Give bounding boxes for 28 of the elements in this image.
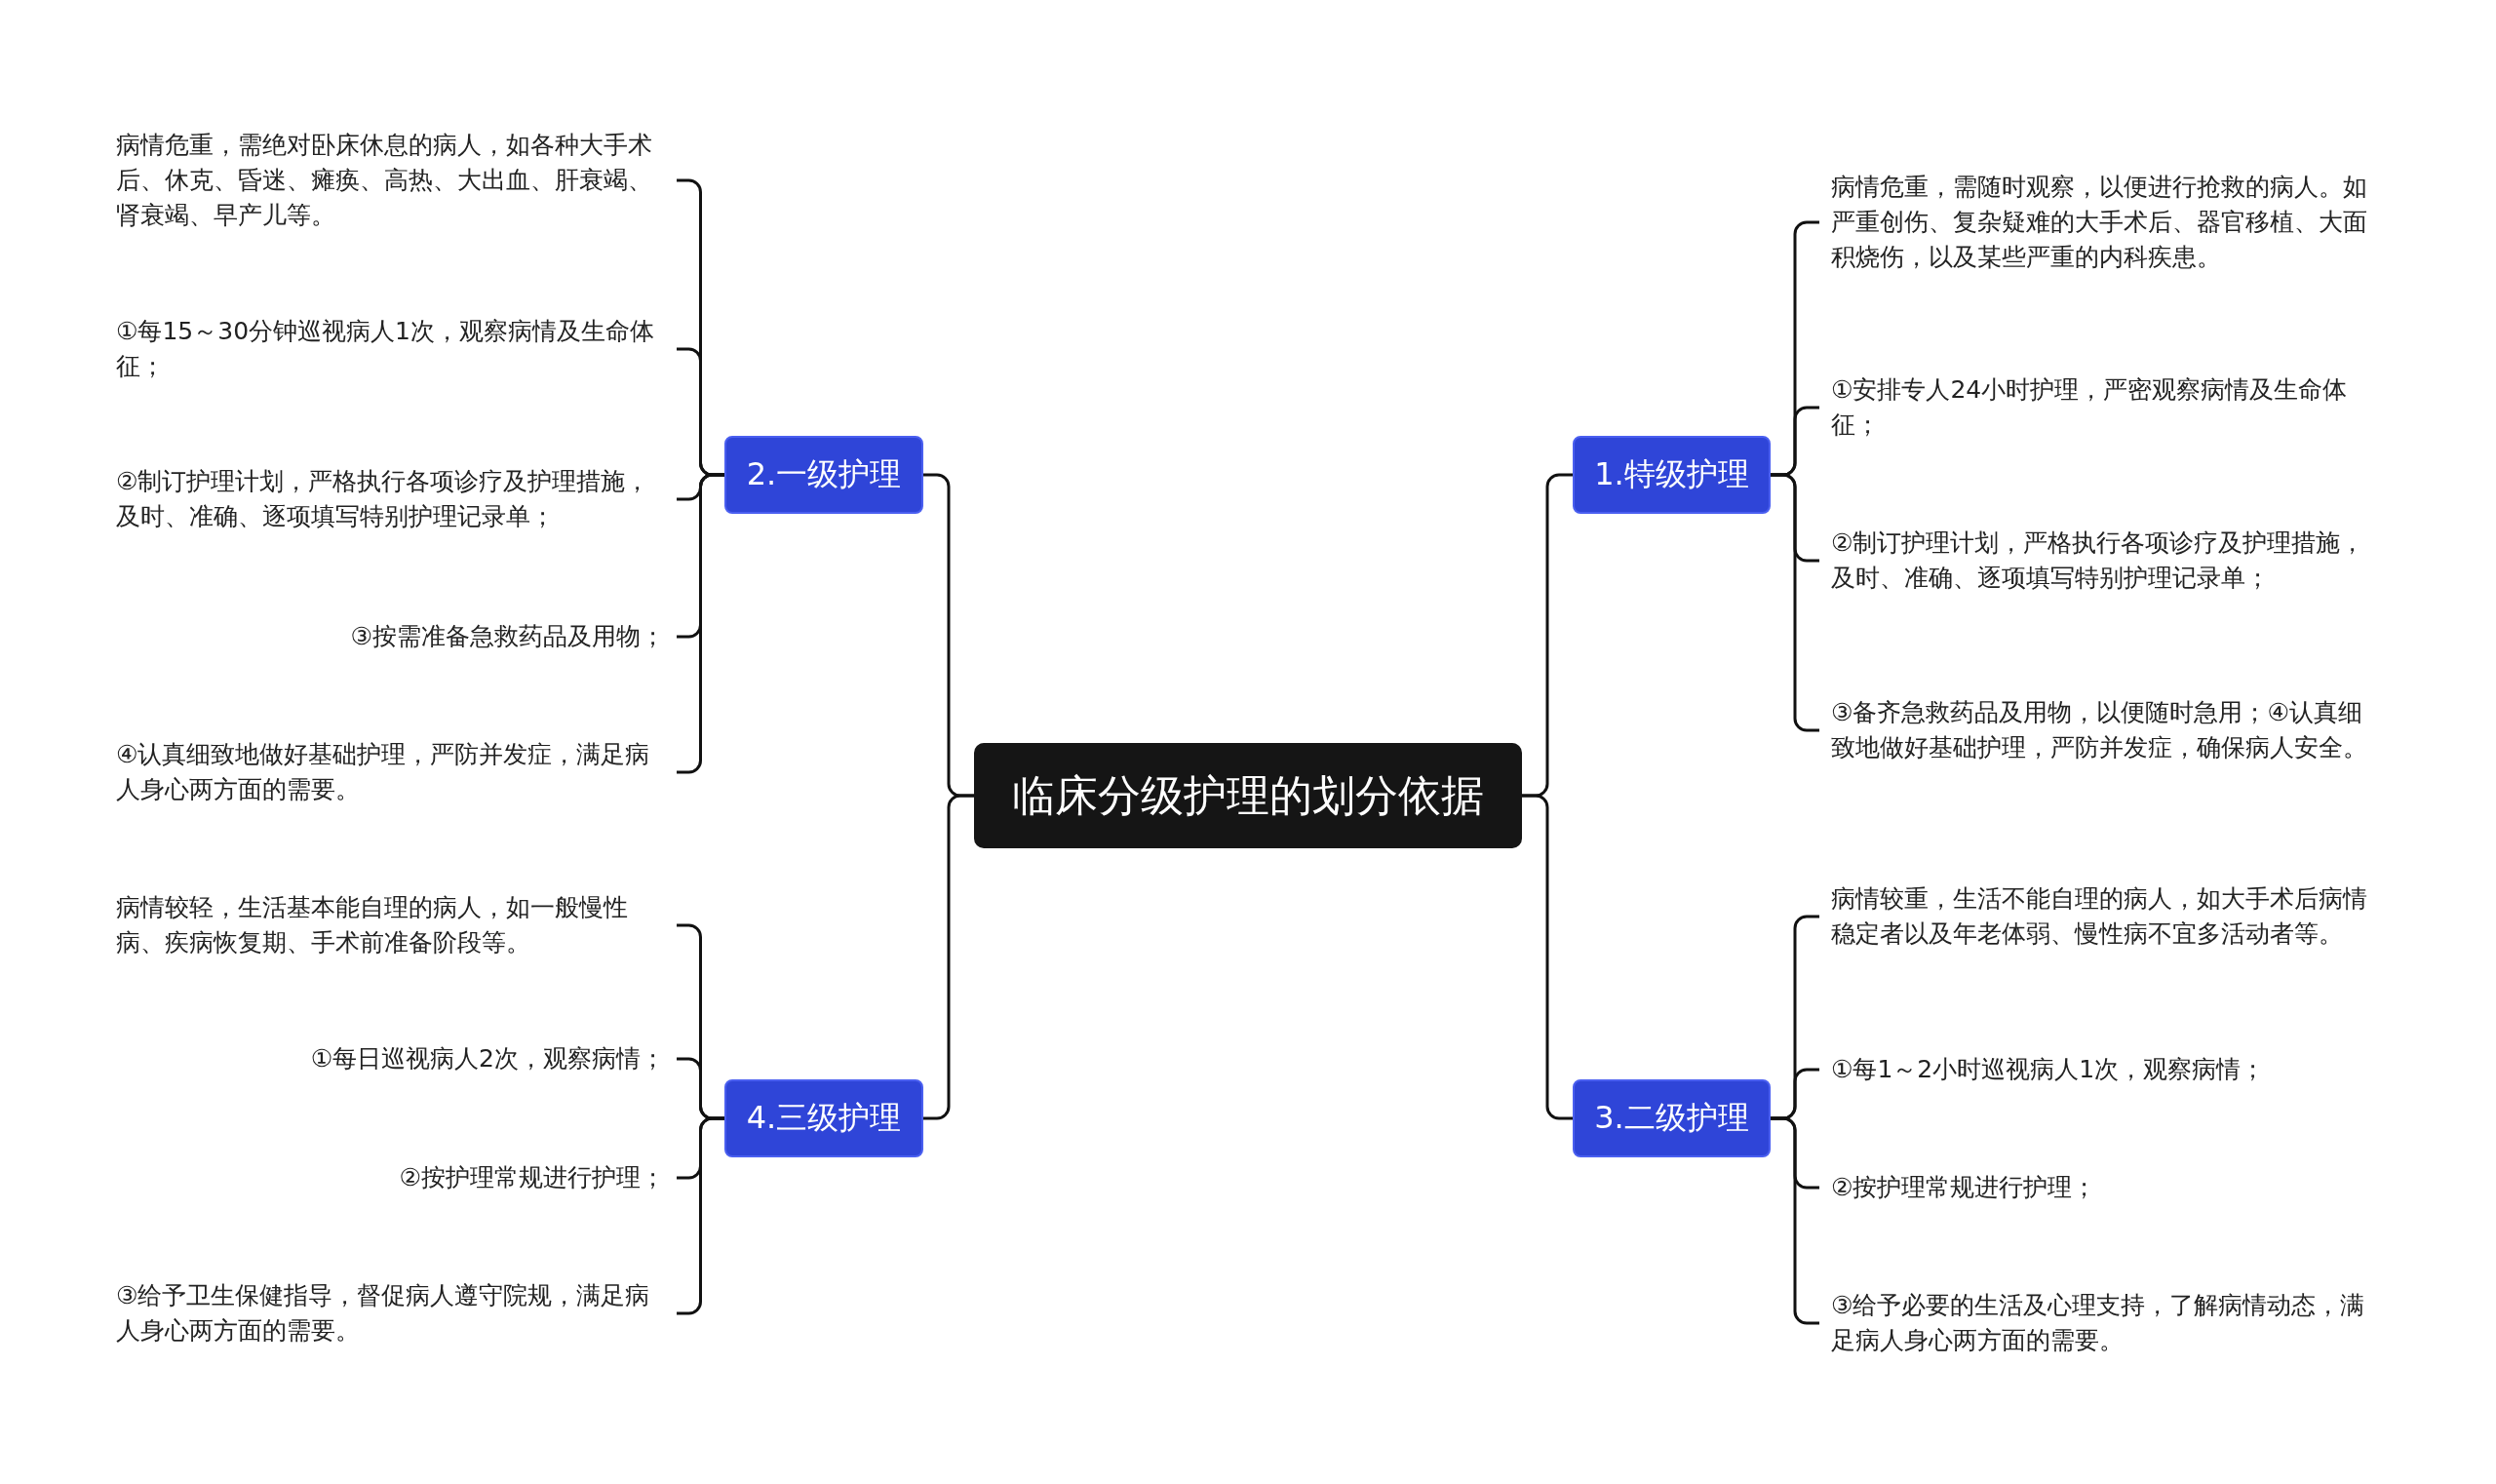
topic-box — [724, 436, 923, 514]
topic-label: 1.特级护理 — [1594, 454, 1749, 494]
leaf-text: 病情较重，生活不能自理的病人，如大手术后病情稳定者以及年老体弱、慢性病不宜多活动者等。 — [1819, 881, 2380, 952]
leaf-text: ①每1～2小时巡视病人1次，观察病情； — [1819, 1052, 2266, 1087]
topic-label: 4.三级护理 — [746, 1098, 902, 1138]
leaf-text: 病情较轻，生活基本能自理的病人，如一般慢性病、疾病恢复期、手术前准备阶段等。 — [116, 890, 677, 960]
central-topic-label: 临床分级护理的划分依据 — [1012, 768, 1484, 822]
connector-line — [1522, 794, 1573, 1120]
leaf-text: 病情危重，需随时观察，以便进行抢救的病人。如严重创伤、复杂疑难的大手术后、器官移植、大面积烧伤，以及某些严重的内科疾患。 — [1819, 170, 2380, 275]
topic-box — [724, 1079, 923, 1157]
leaf-text: ②按护理常规进行护理； — [1819, 1170, 2097, 1205]
leaf-text: ②制订护理计划，严格执行各项诊疗及护理措施，及时、准确、逐项填写特别护理记录单； — [116, 464, 677, 534]
leaf-text: ③给予必要的生活及心理支持，了解病情动态，满足病人身心两方面的需要。 — [1819, 1288, 2380, 1358]
leaf-text: ③按需准备急救药品及用物； — [350, 619, 677, 654]
leaf-text: ③备齐急救药品及用物，以便随时急用；④认真细致地做好基础护理，严防并发症，确保病人安全。 — [1819, 695, 2380, 765]
leaf-text: ④认真细致地做好基础护理，严防并发症，满足病人身心两方面的需要。 — [116, 737, 677, 807]
topic-label: 2.一级护理 — [746, 454, 902, 494]
leaf-text: ③给予卫生保健指导，督促病人遵守院规，满足病人身心两方面的需要。 — [116, 1278, 677, 1348]
leaf-text: ②制订护理计划，严格执行各项诊疗及护理措施，及时、准确、逐项填写特别护理记录单； — [1819, 526, 2380, 596]
topic-label: 3.二级护理 — [1594, 1098, 1749, 1138]
leaf-text: ①每15～30分钟巡视病人1次，观察病情及生命体征； — [116, 314, 677, 384]
leaf-text: 病情危重，需绝对卧床休息的病人，如各种大手术后、休克、昏迷、瘫痪、高热、大出血、肝衰竭、肾衰竭、早产儿等。 — [116, 128, 677, 233]
leaf-text: ②按护理常规进行护理； — [399, 1160, 677, 1195]
central-topic-box — [974, 743, 1522, 848]
leaf-text: ①每日巡视病人2次，观察病情； — [310, 1041, 677, 1076]
topic-box — [1573, 1079, 1771, 1157]
leaf-text: ①安排专人24小时护理，严密观察病情及生命体征； — [1819, 372, 2380, 443]
topic-box — [1573, 436, 1771, 514]
